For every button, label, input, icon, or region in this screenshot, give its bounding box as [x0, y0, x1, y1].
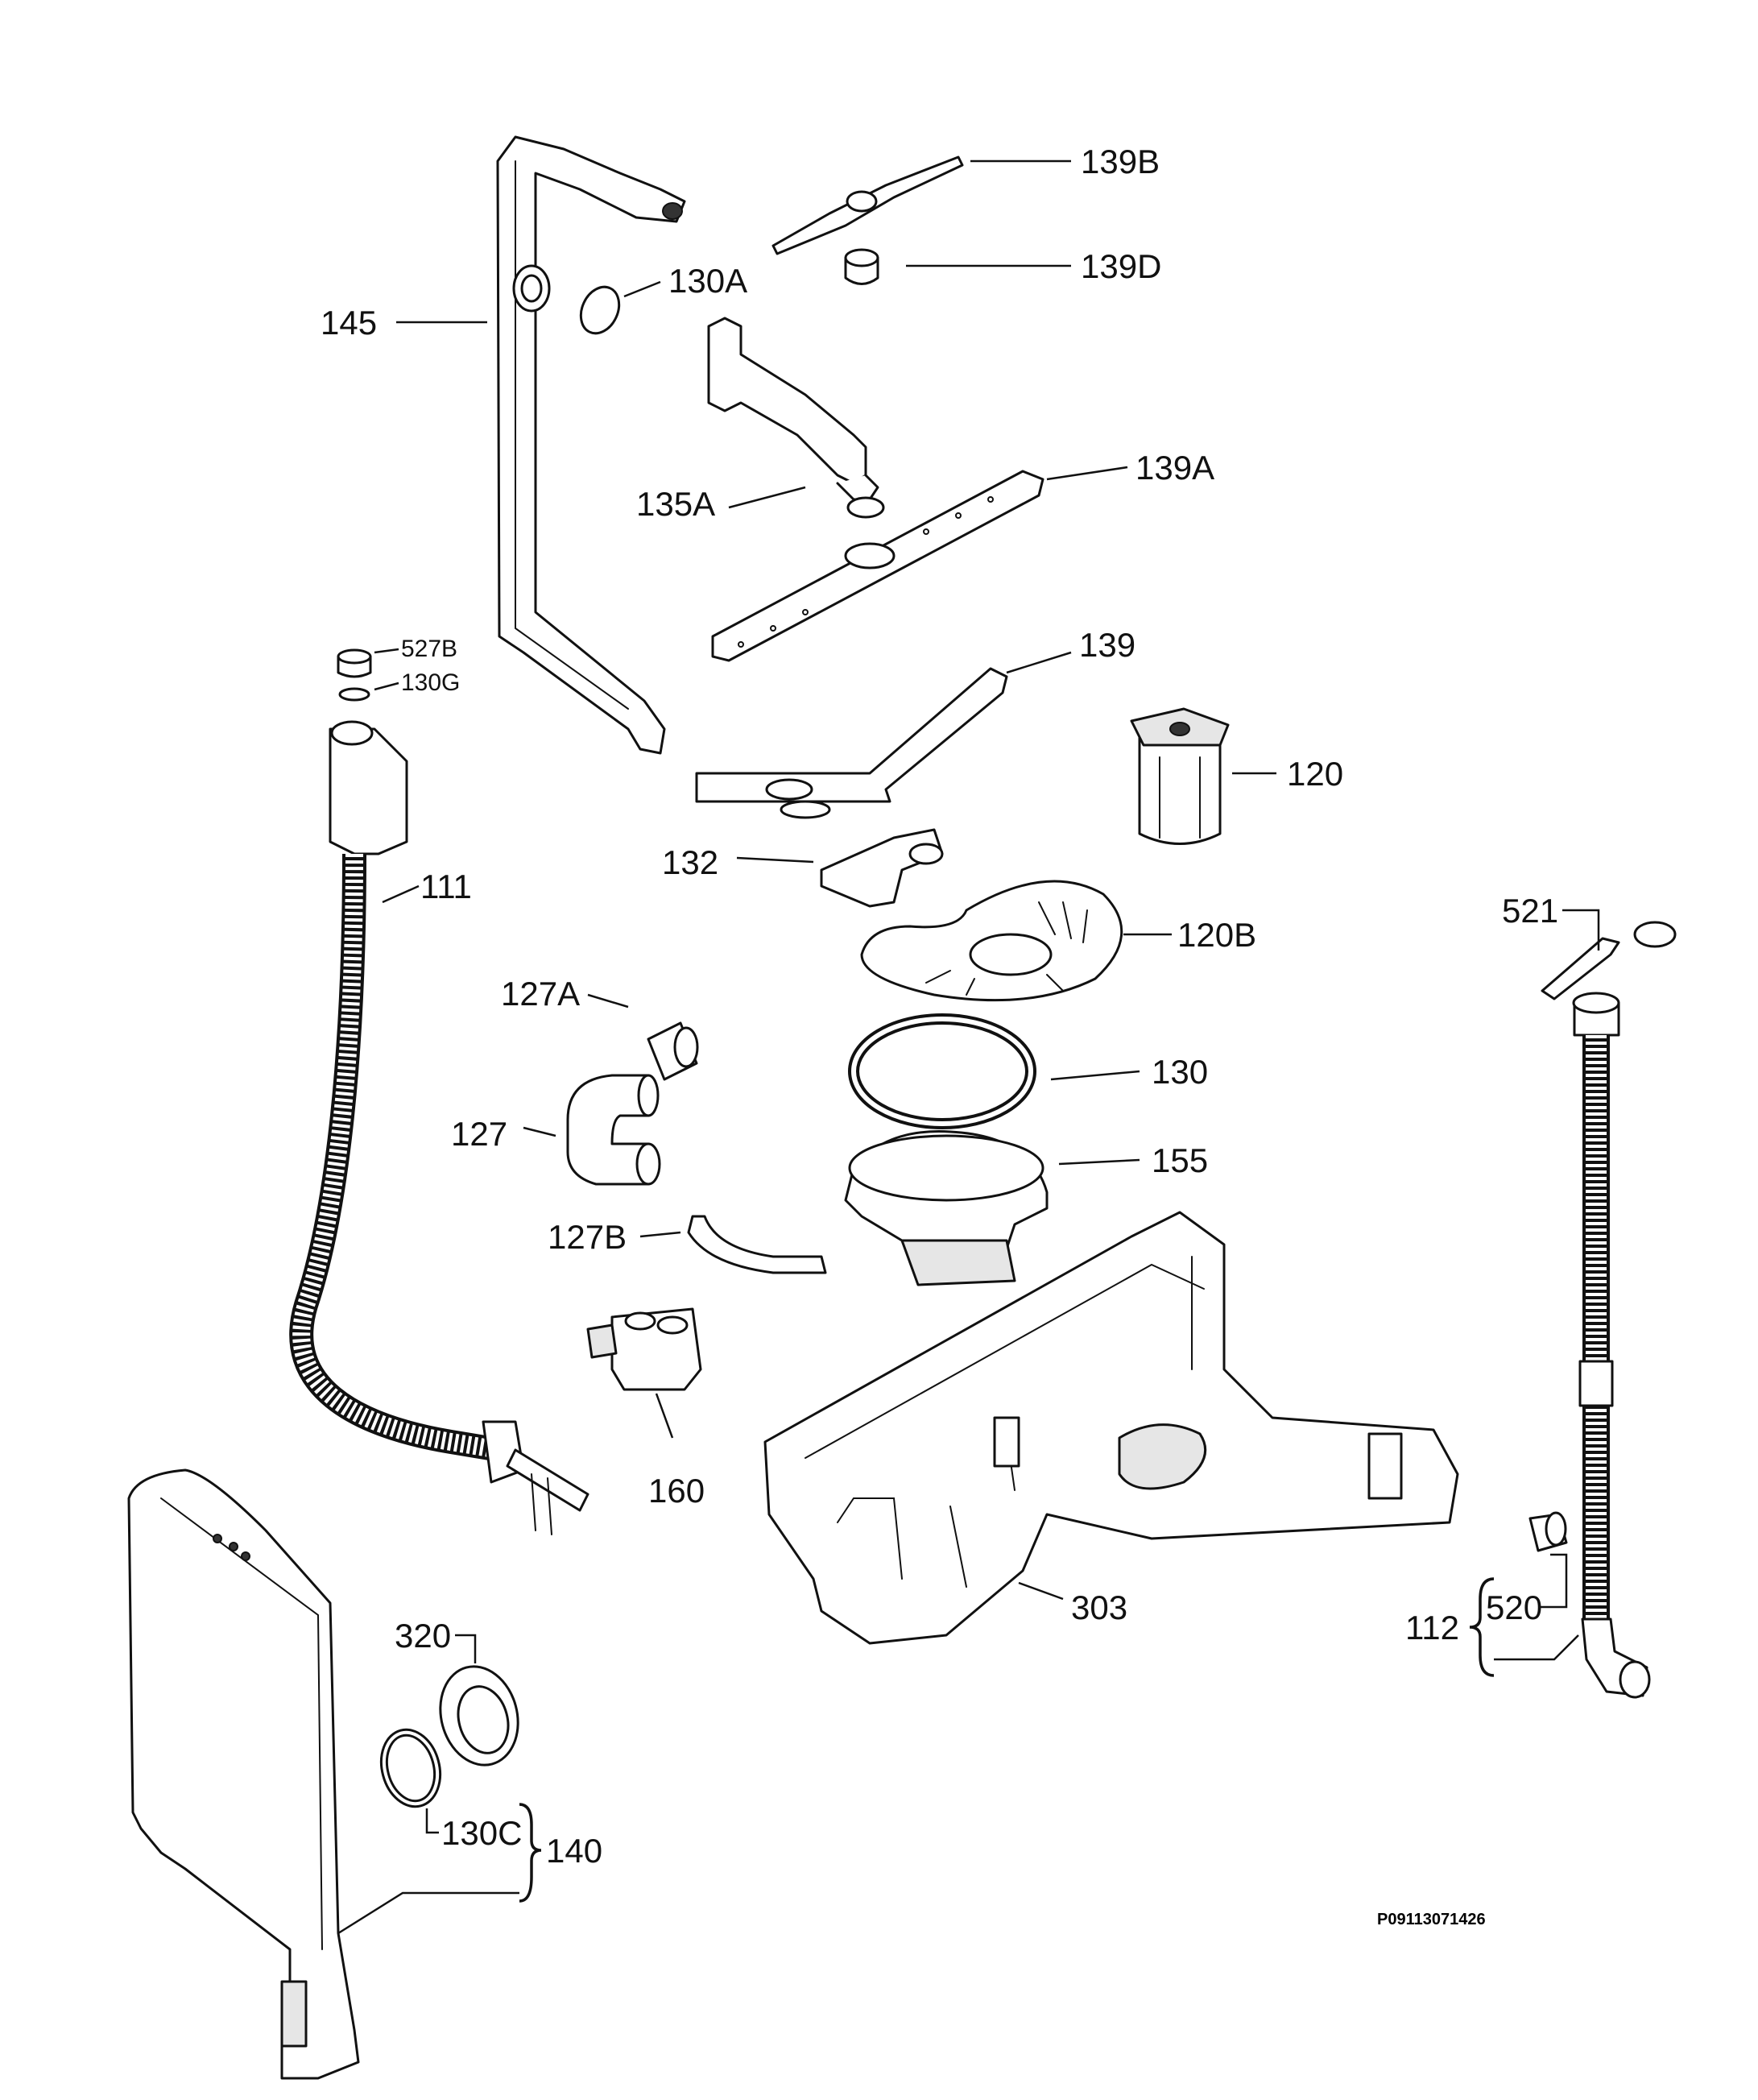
part-130C-seal[interactable] [376, 1726, 445, 1809]
label-130G: 130G [401, 669, 460, 696]
part-135A-spray-arm-holder[interactable] [707, 317, 885, 519]
label-135A: 135A [636, 485, 715, 523]
label-139D: 139D [1081, 247, 1161, 285]
part-127-elbow[interactable] [566, 1074, 661, 1186]
label-527B: 527B [401, 636, 457, 662]
label-320: 320 [395, 1617, 451, 1655]
label-127B: 127B [548, 1218, 627, 1256]
label-120: 120 [1287, 755, 1343, 793]
label-160: 160 [648, 1472, 705, 1510]
part-120B-filter-plate[interactable] [860, 880, 1123, 1002]
label-145: 145 [321, 304, 377, 342]
label-303: 303 [1071, 1588, 1127, 1626]
drawing-code: P09113071426 [1377, 1911, 1486, 1928]
label-111: 111 [420, 868, 472, 905]
part-160-sensor[interactable] [586, 1307, 702, 1391]
part-139B-upper-spray-arm[interactable] [771, 155, 964, 255]
label-127A: 127A [501, 975, 580, 1013]
label-130A: 130A [668, 262, 747, 300]
part-130-seal-ring[interactable] [848, 1013, 1036, 1129]
part-127B-hose[interactable] [687, 1215, 827, 1274]
brace-140 [519, 1803, 542, 1903]
label-140: 140 [546, 1832, 602, 1870]
part-132-holder[interactable] [820, 828, 944, 908]
part-527B-cap[interactable] [337, 648, 372, 678]
label-520: 520 [1486, 1588, 1542, 1626]
part-521-clip[interactable] [1541, 921, 1677, 1000]
label-139A: 139A [1135, 449, 1214, 487]
part-520-nut[interactable] [1528, 1511, 1568, 1552]
label-130C: 130C [441, 1814, 522, 1852]
part-145-supply-pipe[interactable] [496, 135, 686, 755]
part-120-filter[interactable] [1130, 707, 1230, 845]
part-155-sump[interactable] [844, 1130, 1049, 1286]
label-139B: 139B [1081, 143, 1160, 180]
part-303-base[interactable] [763, 1211, 1459, 1645]
part-127A-connector[interactable] [647, 1021, 699, 1081]
part-111-inlet-hose[interactable] [289, 720, 589, 1535]
label-120B: 120B [1177, 916, 1256, 954]
part-130A-o-ring[interactable] [573, 281, 626, 340]
part-139D-nut[interactable] [844, 248, 879, 285]
label-130: 130 [1152, 1053, 1208, 1091]
part-139-lower-spray-arm[interactable] [695, 667, 1008, 819]
label-112: 112 [1405, 1609, 1459, 1646]
label-155: 155 [1152, 1141, 1208, 1179]
label-132: 132 [662, 843, 718, 881]
brace-112 [1469, 1577, 1495, 1677]
part-139A-spray-arm[interactable] [711, 470, 1044, 662]
label-521: 521 [1502, 892, 1558, 930]
part-112-drain-hose[interactable] [1572, 992, 1651, 1699]
part-140-side-panel[interactable] [127, 1468, 360, 2080]
part-320-ring[interactable] [430, 1658, 529, 1774]
label-127: 127 [451, 1115, 507, 1153]
part-130G-seal[interactable] [338, 687, 370, 702]
label-139: 139 [1079, 626, 1135, 664]
